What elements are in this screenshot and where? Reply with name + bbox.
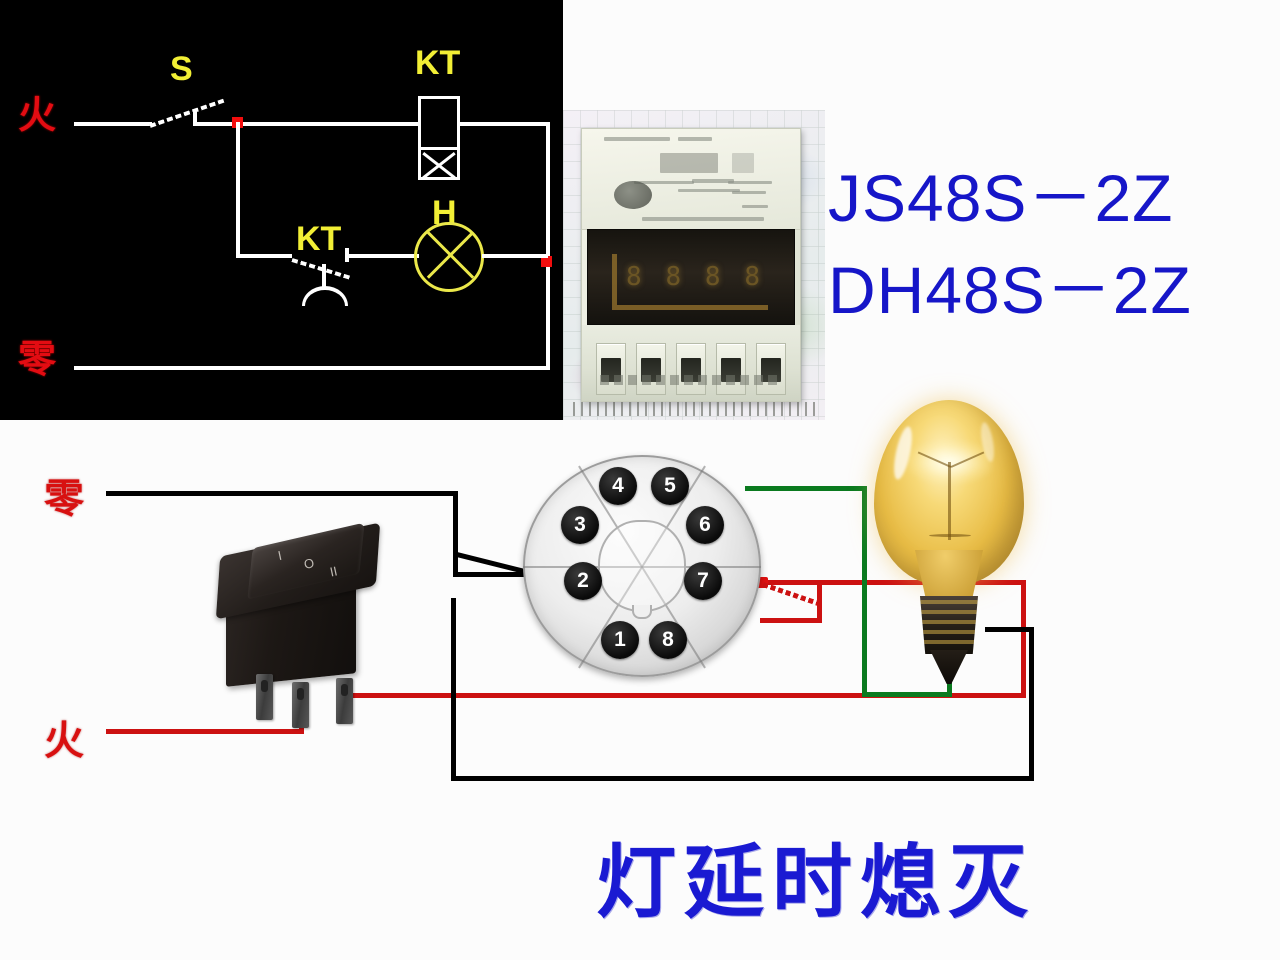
switch-output-wire: [352, 693, 1026, 698]
relay-dip-panel: [582, 325, 800, 401]
schematic-live-label: 火: [18, 93, 57, 137]
socket-pin-6[interactable]: 6: [686, 506, 724, 544]
neutral-wire-to-pin2: [453, 572, 549, 577]
switch-terminal-left[interactable]: [256, 674, 273, 720]
neutral-wire-horizontal: [106, 491, 458, 496]
relay-product-photo: 8 8 8 8: [563, 110, 825, 420]
lamp-return-wire-to-base: [985, 627, 1034, 632]
switch-terminal-mid[interactable]: [292, 682, 309, 728]
green-wire-from-pin5: [745, 486, 867, 491]
schematic-panel: 火 零 S KT KT H: [0, 0, 563, 420]
lamp-return-wire-bottom: [451, 776, 1034, 781]
display-digit: 8: [665, 262, 682, 292]
pin7-pin8-link: [817, 580, 822, 623]
display-digit: 8: [704, 262, 721, 292]
socket-pin-1[interactable]: 1: [601, 621, 639, 659]
lamp-return-wire-vertical-left: [451, 598, 456, 781]
schematic-delay-symbol: [300, 264, 360, 308]
dip-switch: [596, 343, 626, 395]
schematic-contact-label: KT: [296, 220, 342, 258]
schematic-right-rail: [546, 122, 550, 262]
dip-switch: [716, 343, 746, 395]
socket-center-keyway: [598, 520, 686, 612]
dip-switch: [756, 343, 786, 395]
lamp-return-wire-vertical-right: [1029, 627, 1034, 781]
schematic-node-lamp: [541, 256, 552, 267]
schematic-right-rail-lower: [546, 262, 550, 370]
green-wire-vertical: [862, 486, 867, 697]
schematic-lamp-symbol: [414, 222, 484, 292]
relay-top-label: [582, 129, 800, 230]
schematic-top-rail: [193, 122, 421, 126]
coil-delay-hatch: [421, 147, 457, 179]
wire-to-pin7: [760, 580, 1026, 585]
schematic-neutral-label: 零: [18, 337, 57, 381]
bulb-screw-thread: [919, 596, 979, 654]
live-wire-to-switch: [106, 729, 304, 734]
schematic-switch-label: S: [170, 50, 193, 88]
socket-pin-3[interactable]: 3: [561, 506, 599, 544]
incandescent-bulb: [860, 400, 1040, 720]
display-digit: 8: [744, 262, 760, 292]
model-name-line1: JS48S－2Z: [828, 161, 1174, 235]
display-digit: 8: [626, 262, 642, 292]
relay-socket-8pin[interactable]: 1 2 3 4 5 6 7 8: [523, 455, 761, 677]
schematic-switch-contact: [193, 110, 197, 126]
schematic-neutral-rail: [74, 366, 550, 370]
display-bezel: [612, 254, 768, 310]
bulb-filament: [905, 451, 995, 552]
socket-pin-2[interactable]: 2: [564, 562, 602, 600]
socket-pin-5[interactable]: 5: [651, 467, 689, 505]
relay-bottom-text: [600, 375, 782, 385]
schematic-top-rail-right: [458, 122, 550, 126]
neutral-wire-vertical: [453, 491, 458, 577]
schematic-lamp-to-rail: [482, 254, 548, 258]
caption-text: 灯延时熄灭: [596, 836, 1036, 929]
switch-output-wire-vertical: [1021, 580, 1026, 698]
model-name-line2: DH48S－2Z: [828, 253, 1192, 327]
green-wire-horizontal: [862, 692, 952, 697]
wiring-live-label: 火: [44, 718, 84, 764]
rocker-switch[interactable]: I O II: [208, 522, 398, 728]
switch-terminal-right[interactable]: [336, 678, 353, 724]
schematic-live-rail: [74, 122, 152, 126]
dip-switch: [676, 343, 706, 395]
socket-pin-7[interactable]: 7: [684, 562, 722, 600]
relay-display-face: 8 8 8 8: [587, 229, 795, 325]
wire-to-pin8: [760, 618, 822, 623]
pin7-diagonal-stub: [762, 582, 819, 606]
schematic-branch-down: [236, 122, 240, 258]
dip-switch: [636, 343, 666, 395]
socket-pin-8[interactable]: 8: [649, 621, 687, 659]
relay-housing: 8 8 8 8: [581, 128, 801, 402]
relay-display: 8 8 8 8: [626, 260, 760, 294]
photo-ruler: [573, 402, 819, 416]
schematic-timer-coil-symbol: [418, 96, 460, 180]
schematic-contact-to-lamp: [345, 254, 419, 258]
schematic-coil-label: KT: [415, 44, 461, 82]
schematic-branch-to-contact: [236, 254, 292, 258]
wiring-neutral-label: 零: [44, 476, 84, 522]
bulb-contact-tip: [930, 650, 968, 684]
socket-pin-4[interactable]: 4: [599, 467, 637, 505]
